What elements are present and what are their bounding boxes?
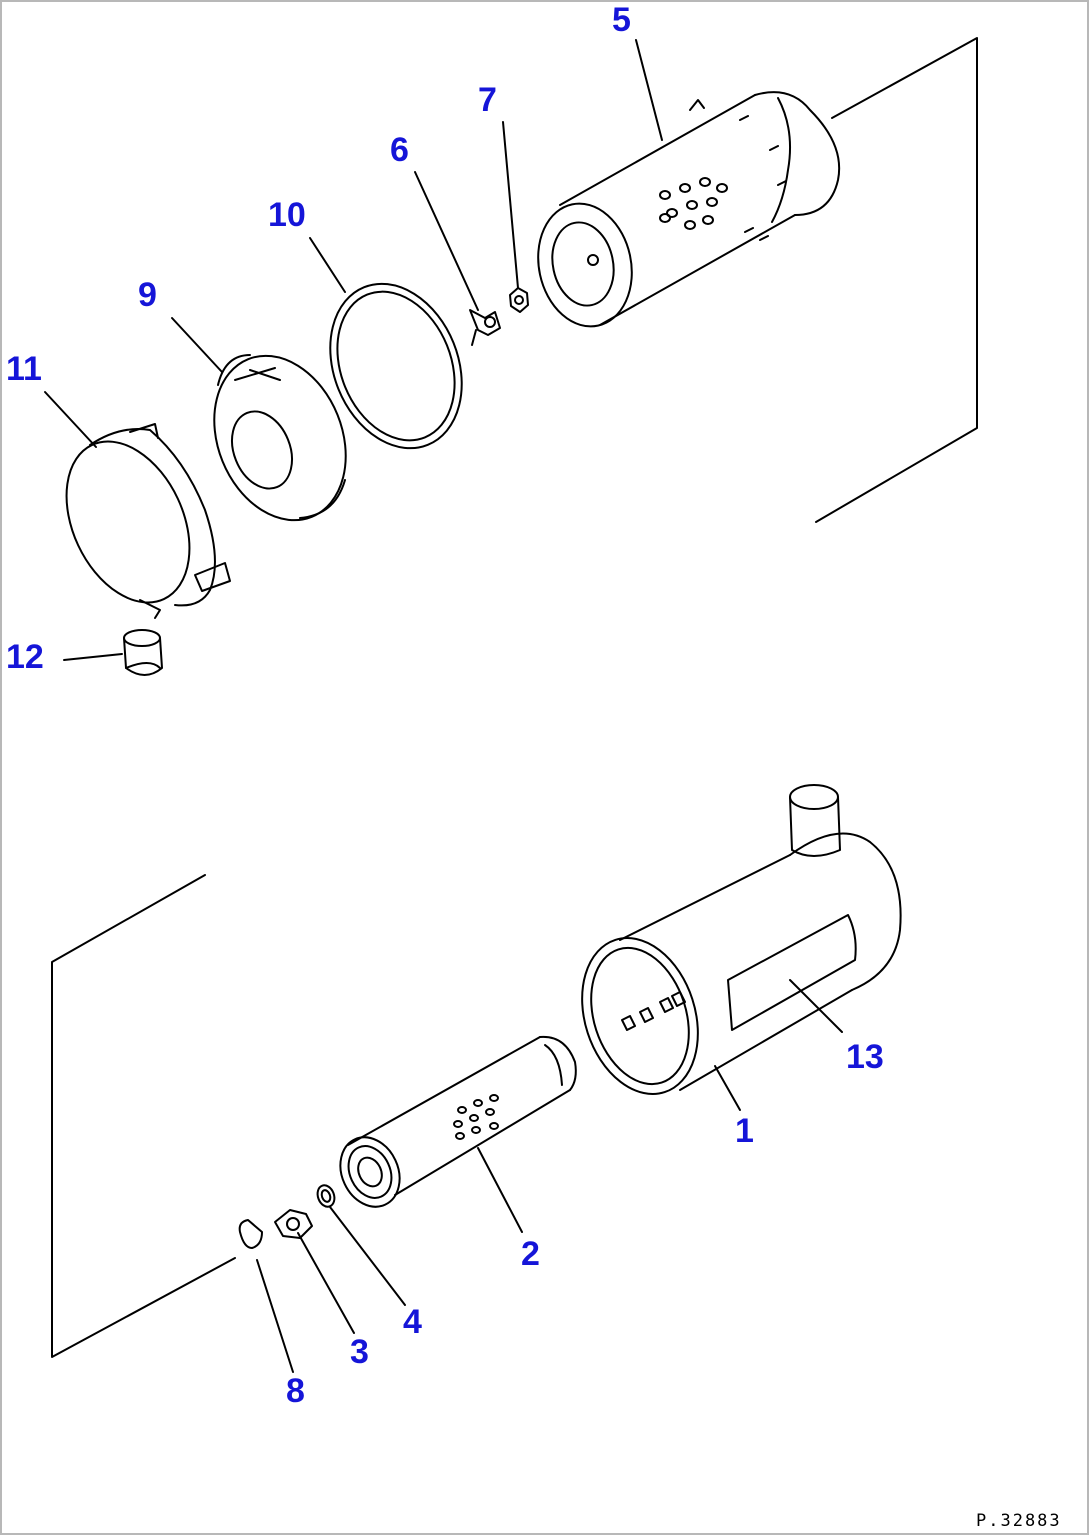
part-4-washer	[316, 1184, 336, 1208]
upper-mounting-plane	[815, 37, 978, 523]
part-6-wing-bolt	[469, 309, 501, 346]
callout-labels: 5 7 6 10 9 11 12 13 1 2 4 3 8	[6, 1, 884, 1410]
part-9-inner-cover	[213, 354, 347, 522]
part-8-seal	[238, 1219, 263, 1249]
part-5-outer-element	[537, 91, 841, 328]
callout-3: 3	[350, 1333, 369, 1371]
part-12-evacuator-valve	[123, 629, 163, 676]
callout-2: 2	[521, 1235, 540, 1273]
part-7-nut	[509, 287, 529, 313]
part-1-body	[581, 784, 902, 1095]
callout-13: 13	[846, 1038, 884, 1076]
callout-9: 9	[138, 276, 157, 314]
callout-4: 4	[403, 1303, 422, 1341]
drawing-code: P.32883	[976, 1511, 1062, 1531]
callout-7: 7	[478, 81, 497, 119]
part-2-inner-element	[339, 1035, 577, 1208]
leader-lines	[44, 39, 843, 1373]
callout-8: 8	[286, 1372, 305, 1410]
callout-12: 12	[6, 638, 44, 676]
part-11-cover	[65, 423, 231, 619]
part-10-gasket-ring	[329, 282, 463, 450]
callout-1: 1	[735, 1112, 754, 1150]
callout-11: 11	[6, 350, 42, 388]
callout-10: 10	[268, 196, 306, 234]
lower-mounting-plane	[51, 874, 236, 1358]
callout-5: 5	[612, 1, 631, 39]
part-3-wing-nut	[274, 1209, 313, 1239]
callout-6: 6	[390, 131, 409, 169]
